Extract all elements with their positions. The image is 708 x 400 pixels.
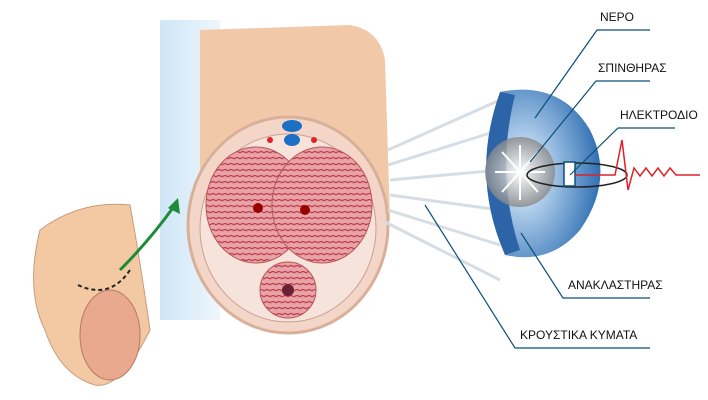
label-shockwaves: ΚΡΟΥΣΤΙΚΑ ΚΥΜΑΤΑ — [520, 328, 638, 342]
label-electrode: ΗΛΕΚΤΡΟΔΙΟ — [620, 108, 698, 122]
label-water: ΝΕΡΟ — [600, 10, 635, 24]
label-reflector: ΑΝΑΚΛΑΣΤΗΡΑΣ — [568, 278, 663, 292]
leader-lines — [424, 29, 675, 349]
electrode — [563, 161, 576, 187]
cross-section — [186, 115, 390, 335]
shockwave-rays — [384, 98, 501, 282]
label-spark: ΣΠΙΝΘΗΡΑΣ — [598, 61, 667, 75]
penis-drawing — [33, 203, 151, 386]
signal-waveform — [575, 139, 700, 191]
electrode-ellipse — [526, 162, 628, 188]
green-arrow — [118, 204, 177, 272]
arrow-head-icon — [168, 198, 180, 214]
